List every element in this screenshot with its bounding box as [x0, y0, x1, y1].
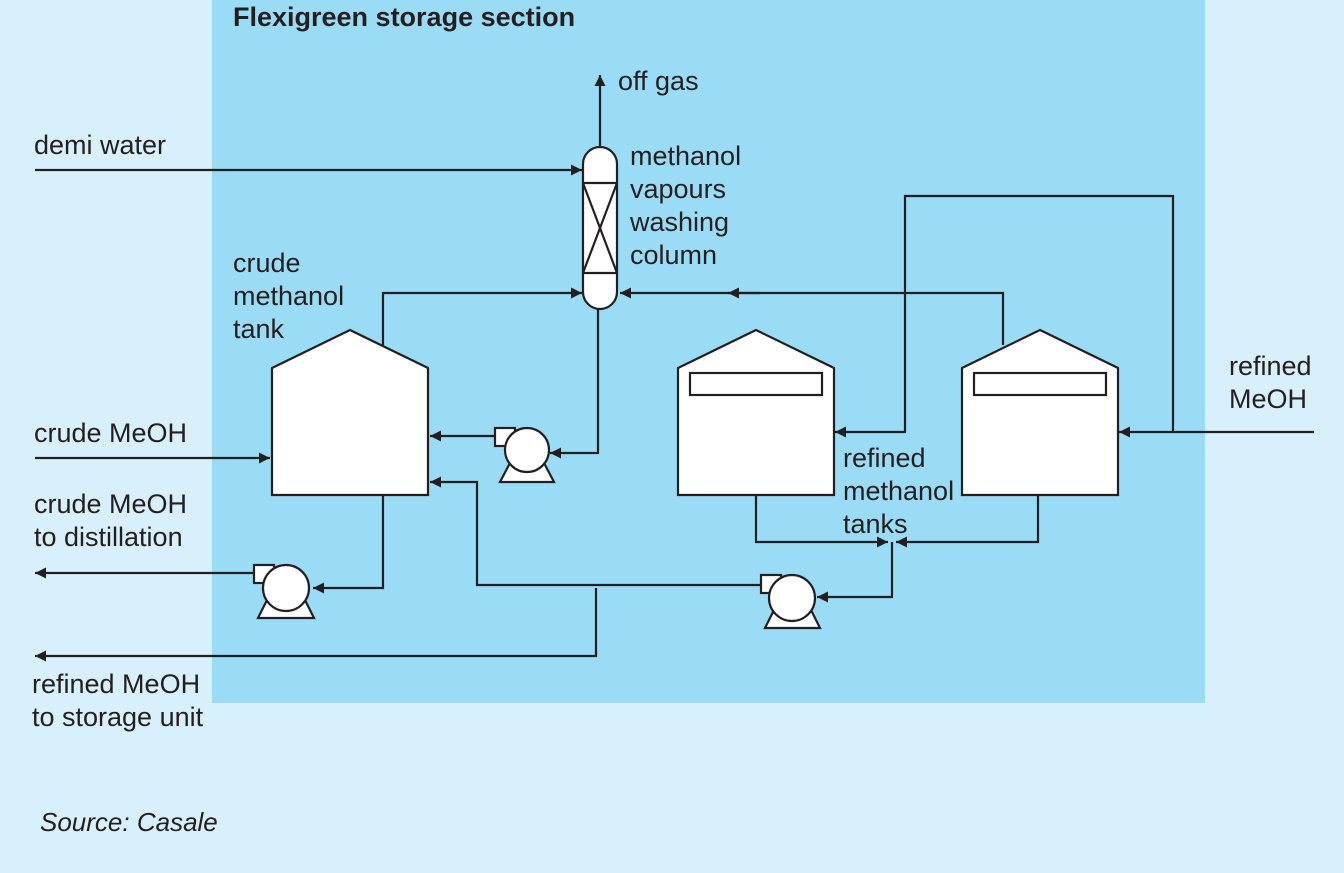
refined-tank-2-bottom-line	[896, 495, 1040, 548]
refined-pump	[759, 573, 822, 630]
refined-meoh-label: refined MeOH	[1229, 351, 1312, 414]
refined-tank-1	[676, 328, 836, 497]
washing-column-label: methanol vapours washing column	[630, 141, 742, 270]
crude-tank-label: crude methanol tank	[233, 248, 345, 344]
crude-methanol-tank	[270, 328, 430, 497]
diagram-title: Flexigreen storage section	[233, 2, 576, 32]
distillation-pump	[252, 563, 316, 620]
refined-to-storage-line	[35, 588, 598, 662]
crude-to-distillation-label: crude MeOH to distillation	[34, 489, 188, 552]
source-credit: Source: Casale	[40, 807, 218, 837]
refined-to-storage-label: refined MeOH to storage unit	[32, 669, 204, 732]
refined-tank-2	[960, 328, 1120, 497]
off-gas-label: off gas	[618, 66, 699, 96]
demi-water-label: demi water	[34, 130, 167, 160]
refined-tank-1-bottom-line	[754, 495, 888, 548]
return-pump	[493, 426, 556, 484]
refined-recycle-line	[430, 476, 764, 587]
washing-column	[581, 145, 619, 311]
column-bottom-line	[550, 309, 600, 459]
crude-tank-bottom-line	[313, 495, 385, 594]
refined-tanks-label: refined methanol tanks	[843, 443, 955, 539]
refined-header-to-pump-line	[817, 542, 894, 603]
refined-loop-line	[835, 194, 1175, 438]
crude-meoh-label: crude MeOH	[34, 418, 188, 448]
crude-tank-vent-line	[381, 287, 582, 345]
